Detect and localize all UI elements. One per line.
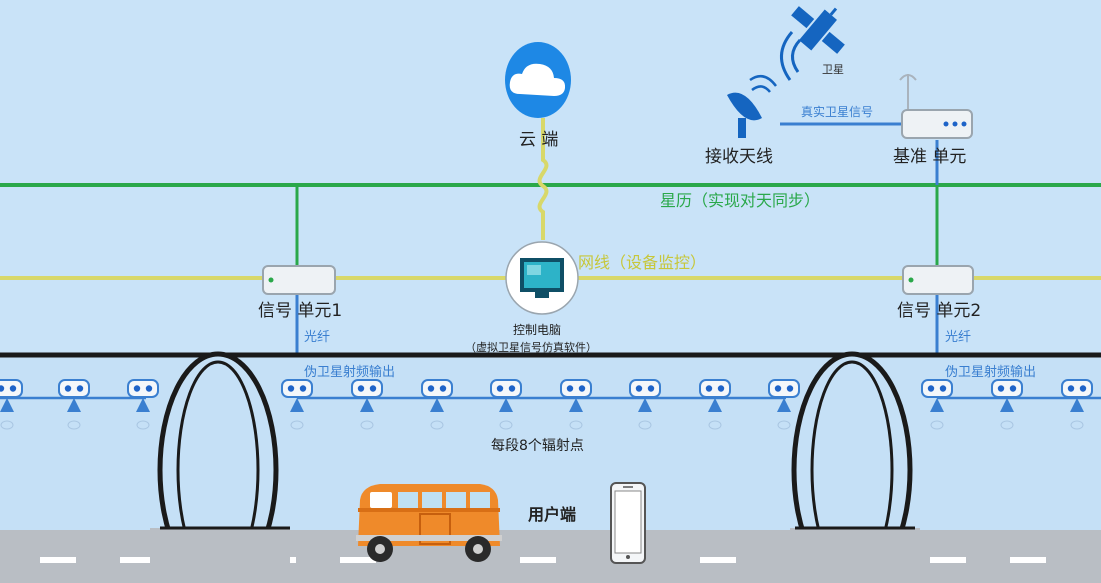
phone-icon — [610, 482, 646, 564]
rf-output-1-label: 伪卫星射频输出 — [304, 364, 395, 380]
control-pc-label: 控制电脑 — [513, 323, 561, 337]
cloud-label: 云 端 — [519, 130, 558, 150]
radiators-group — [0, 379, 1093, 430]
rf-output-2-label: 伪卫星射频输出 — [945, 364, 1036, 380]
network-label: 网线（设备监控） — [578, 253, 706, 272]
radiator-icon — [58, 379, 90, 430]
road-marking — [120, 557, 156, 563]
radiator-icon — [768, 379, 800, 430]
radiator-icon — [699, 379, 731, 430]
user-label: 用户端 — [528, 505, 576, 524]
radiator-icon — [421, 379, 453, 430]
base-unit-label: 基准 单元 — [893, 147, 966, 167]
satellite-icon — [791, 6, 845, 54]
radiator-icon — [629, 379, 661, 430]
radiator-icon — [351, 379, 383, 430]
ephemeris-label: 星历（实现对天同步） — [660, 191, 820, 210]
router-icon — [899, 74, 973, 139]
road-marking — [930, 557, 966, 563]
fiber-1-label: 光纤 — [304, 330, 330, 345]
cloud-link-line — [537, 118, 549, 240]
control-pc-sub-label: （虚拟卫星信号仿真软件） — [465, 340, 597, 354]
radiator-icon — [0, 379, 23, 430]
road-marking — [700, 557, 736, 563]
router-icon — [902, 265, 974, 295]
real-signal-label: 真实卫星信号 — [801, 104, 873, 119]
computer-icon — [505, 241, 579, 315]
fiber-2-label: 光纤 — [945, 330, 971, 345]
receive-antenna-label: 接收天线 — [705, 147, 773, 167]
satellite-label: 卫星 — [822, 63, 844, 76]
radiator-icon — [991, 379, 1023, 430]
road-marking — [340, 557, 376, 563]
road-marking — [40, 557, 76, 563]
cloud-icon — [505, 42, 571, 118]
signal-unit-2-label: 信号 单元2 — [897, 301, 981, 321]
tunnel-icon — [790, 351, 920, 583]
van-icon — [356, 484, 502, 562]
tunnel-icon — [150, 351, 290, 583]
radiator-icon — [560, 379, 592, 430]
radiator-icon — [1061, 379, 1093, 430]
radiation-points-label: 每段8个辐射点 — [491, 438, 584, 454]
dish-antenna-icon — [727, 74, 777, 138]
radiator-icon — [281, 379, 313, 430]
radiator-icon — [490, 379, 522, 430]
radiator-icon — [921, 379, 953, 430]
router-icon — [262, 265, 336, 295]
signal-wave-icon — [780, 31, 794, 81]
signal-unit-1-label: 信号 单元1 — [258, 301, 342, 321]
radiator-icon — [127, 379, 159, 430]
signal-wave-icon — [791, 38, 802, 73]
road-marking — [520, 557, 556, 563]
road-marking — [1010, 557, 1046, 563]
